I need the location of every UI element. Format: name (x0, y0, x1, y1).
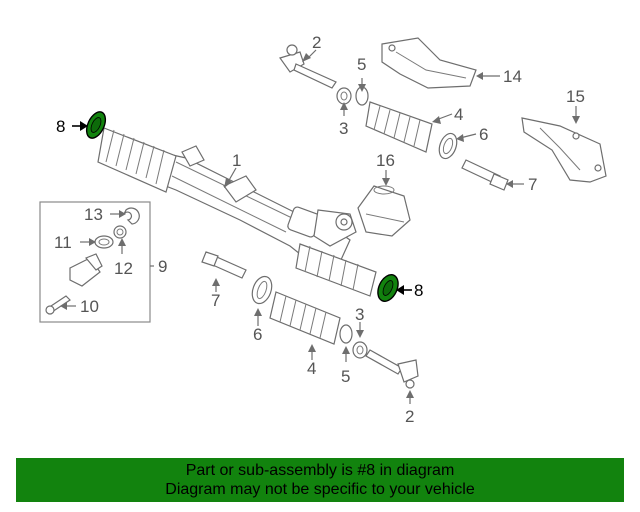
callout-13: 13 (84, 205, 103, 224)
seal-ring-left (85, 111, 107, 139)
heat-shield (381, 37, 477, 89)
clamp-ring-bottom (251, 275, 273, 305)
clamp-bottom (339, 324, 353, 344)
banner-line-2: Diagram may not be specific to your vehi… (165, 481, 475, 498)
callout-7-top: 7 (528, 175, 537, 194)
callout-5-bottom: 5 (341, 367, 350, 386)
callout-7-bottom: 7 (211, 291, 220, 310)
banner-line-1: Part or sub-assembly is #8 in diagram (185, 462, 455, 479)
callout-8-left: 8 (56, 117, 65, 136)
rack-bellows-right (295, 243, 377, 297)
inner-tie-rod-top (461, 159, 509, 191)
bellows-bottom (269, 291, 341, 345)
leader-lines (60, 49, 580, 404)
callout-15: 15 (566, 87, 585, 106)
callout-2-bottom: 2 (405, 407, 414, 426)
seal-ring-right (377, 274, 399, 302)
dust-boot (357, 185, 411, 237)
callout-16: 16 (376, 151, 395, 170)
callout-2-top: 2 (312, 33, 321, 52)
callout-9: 9 (158, 257, 167, 276)
callout-14: 14 (503, 67, 522, 86)
callout-3-top: 3 (339, 119, 348, 138)
info-banner: Part or sub-assembly is #8 in diagram Di… (16, 458, 624, 502)
callout-6-top: 6 (479, 125, 488, 144)
callout-4-top: 4 (454, 105, 463, 124)
steering-rack (139, 145, 357, 263)
clamp-ring-top (438, 132, 458, 160)
callout-8-right: 8 (414, 281, 423, 300)
callout-11: 11 (54, 233, 72, 252)
callout-labels: 1 2 3 5 4 6 7 14 15 16 7 6 4 5 3 2 9 13 … (54, 33, 585, 426)
tie-rod-end-top (279, 44, 337, 89)
subassembly-box (39, 201, 151, 323)
parts-diagram: 1 2 3 5 4 6 7 14 15 16 7 6 4 5 3 2 9 13 … (39, 33, 607, 426)
nut-bottom (352, 341, 368, 359)
rack-bellows-left (97, 127, 177, 193)
callout-4-bottom: 4 (307, 359, 316, 378)
nut-top (336, 87, 352, 105)
tie-rod-end-bottom (365, 349, 419, 389)
callout-12: 12 (114, 259, 133, 278)
callout-10: 10 (80, 297, 99, 316)
callout-5-top: 5 (357, 55, 366, 74)
callout-1: 1 (232, 151, 241, 170)
callout-3-bottom: 3 (355, 305, 364, 324)
shield-bracket (521, 117, 607, 183)
callout-6-bottom: 6 (253, 325, 262, 344)
inner-tie-rod-bottom (201, 251, 247, 279)
bellows-top (365, 101, 433, 153)
